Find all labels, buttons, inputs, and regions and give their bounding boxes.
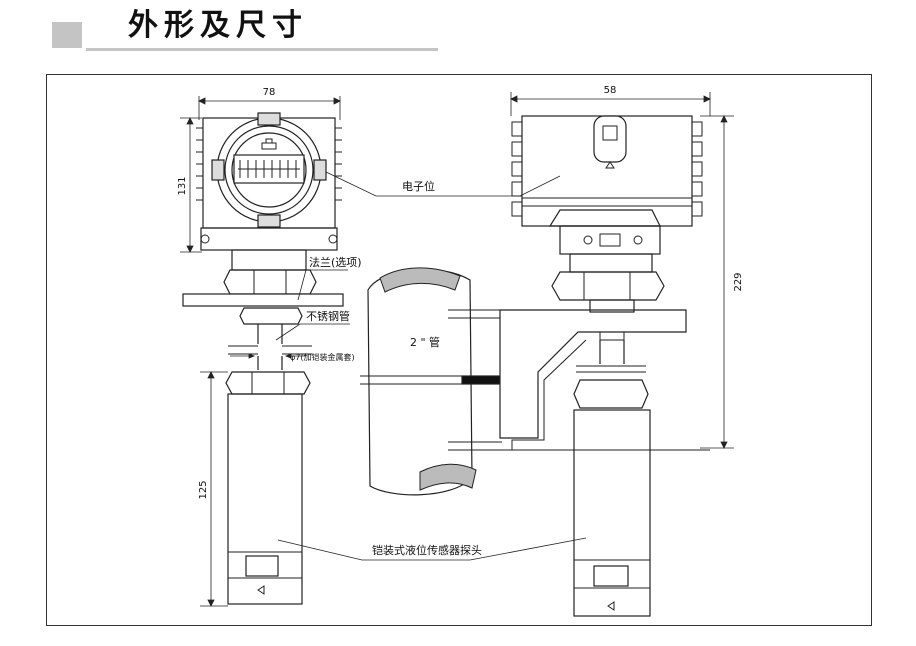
stainless-tube	[257, 324, 283, 344]
front-housing-fins	[196, 127, 342, 201]
dim-height-total: 229	[733, 272, 744, 291]
probe-body-front	[227, 393, 303, 605]
probe-hex-nut	[225, 371, 311, 395]
side-probe-label-window	[593, 565, 629, 587]
label-electronics: 电子位	[402, 179, 435, 193]
probe-label-window	[245, 555, 279, 577]
label-stainless-tube: 不锈钢管	[306, 309, 350, 323]
label-pipe: 2 " 管	[410, 335, 440, 349]
side-probe-nut	[573, 379, 649, 409]
side-view	[511, 115, 703, 617]
ground-icon	[261, 138, 277, 150]
clamp-band	[461, 375, 503, 385]
front-cover-ring-inner	[224, 125, 314, 215]
side-lock-lug	[593, 115, 627, 163]
front-view	[182, 112, 344, 605]
front-small-nut	[239, 307, 303, 325]
front-hex-nut	[223, 269, 317, 295]
header-rule	[86, 48, 438, 51]
front-neck	[231, 249, 307, 271]
front-cover-lugs	[211, 112, 327, 228]
label-flange: 法兰(选项)	[309, 255, 362, 269]
side-base-top	[548, 209, 661, 227]
leader-lines	[275, 171, 587, 561]
dim-width-side: 58	[604, 85, 617, 96]
probe-body-side	[573, 409, 651, 617]
side-hex-nut	[551, 271, 665, 301]
flange	[182, 293, 344, 307]
side-tube	[599, 340, 625, 364]
side-base-block	[559, 225, 661, 255]
front-cover-ring-window	[231, 132, 307, 208]
mounting-bracket	[486, 309, 710, 451]
drawing-frame	[46, 74, 872, 626]
label-probe: 铠装式液位传感器探头	[372, 543, 482, 557]
dim-width-front: 78	[263, 87, 276, 98]
label-armor-note: φ7(加铠装金属套)	[290, 352, 355, 362]
header-square-mark	[52, 22, 82, 48]
pipe-2-inch	[360, 267, 503, 496]
dimension-lines	[180, 92, 734, 607]
page-title: 外形及尺寸	[128, 8, 308, 43]
dim-height-head: 131	[177, 176, 188, 195]
dim-height-probe: 125	[198, 480, 209, 499]
front-base-block	[200, 227, 338, 251]
side-housing-fins	[511, 121, 703, 217]
side-neck	[569, 253, 653, 273]
side-small-block	[589, 299, 635, 313]
